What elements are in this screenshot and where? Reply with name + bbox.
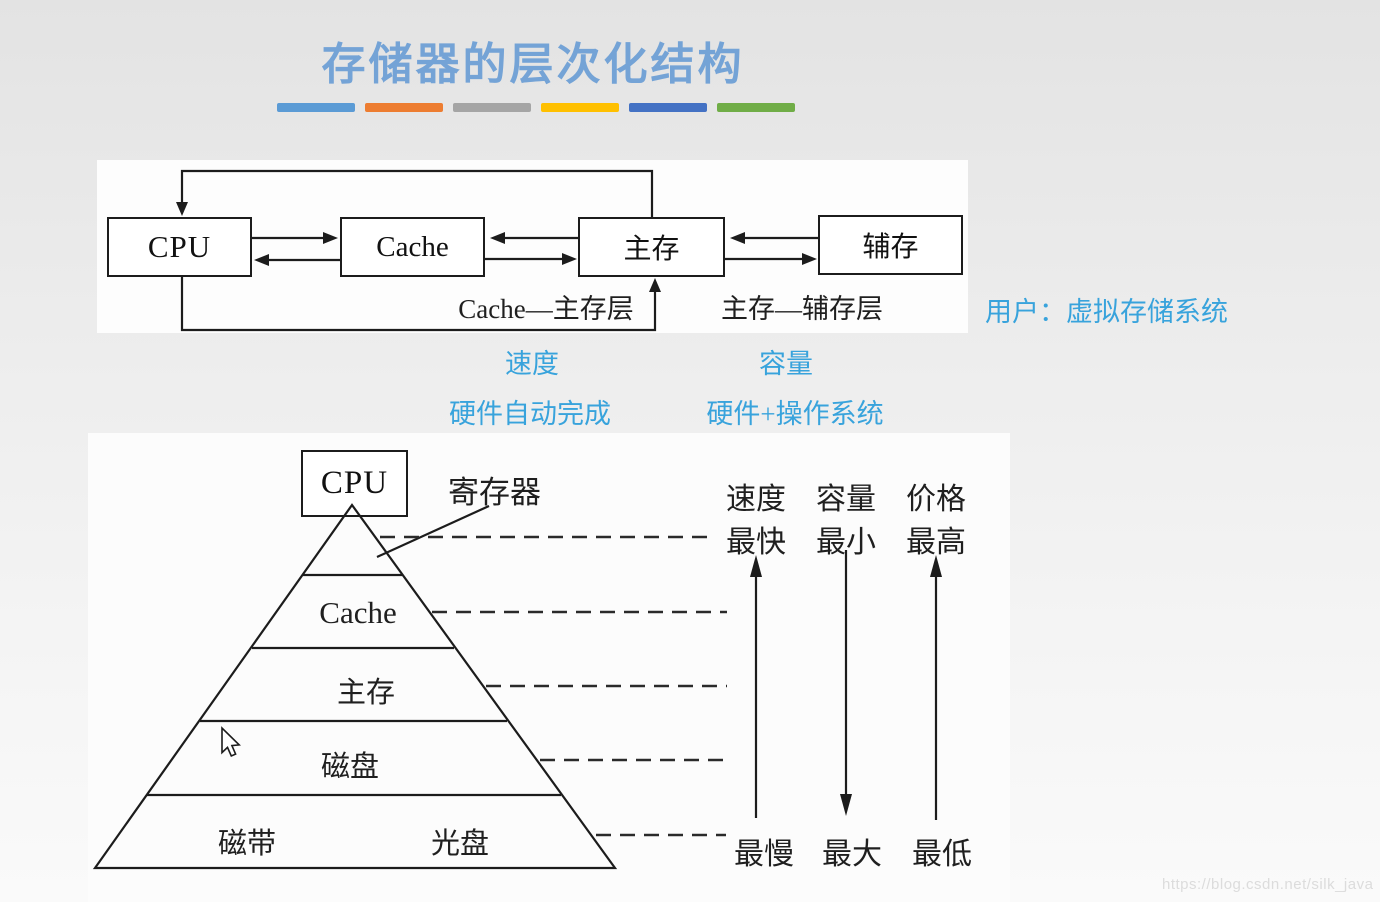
accent-bar: [365, 103, 443, 112]
accent-bar: [541, 103, 619, 112]
metric-header-price: 价格: [906, 483, 966, 516]
pyramid-level-tape: 磁带: [217, 828, 277, 860]
pyramid-level-main-memory: 主存: [336, 677, 396, 709]
label-register: 寄存器: [448, 475, 541, 510]
metric-speed-fastest: 最快: [726, 526, 786, 559]
flow-box-main-memory: 主存: [578, 217, 725, 277]
label-cache-main-layer: Cache—主存层: [458, 294, 634, 324]
label-hardware-auto: 硬件自动完成: [449, 399, 611, 429]
flow-box-cpu: CPU: [107, 217, 252, 277]
label-speed: 速度: [505, 349, 559, 379]
accent-divider-bars: [277, 103, 795, 112]
accent-bar: [629, 103, 707, 112]
metric-price-highest: 最高: [906, 526, 966, 559]
metric-header-capacity: 容量: [816, 483, 876, 516]
accent-bar: [717, 103, 795, 112]
pyramid-level-disk: 磁盘: [320, 751, 380, 783]
label-hardware-plus-os: 硬件+操作系统: [706, 399, 884, 429]
accent-bar: [277, 103, 355, 112]
page-title: 存储器的层次化结构: [321, 40, 745, 89]
metric-price-lowest: 最低: [912, 838, 972, 871]
pyramid-box-cpu: CPU: [301, 450, 408, 517]
label-main-aux-layer: 主存—辅存层: [721, 294, 883, 324]
metric-header-speed: 速度: [726, 483, 786, 516]
pyramid-level-optical-disc: 光盘: [430, 828, 490, 860]
flow-box-cache: Cache: [340, 217, 485, 277]
metric-capacity-smallest: 最小: [816, 526, 876, 559]
pyramid-level-cache: Cache: [319, 595, 397, 630]
label-capacity: 容量: [759, 349, 813, 379]
flow-box-aux-memory: 辅存: [818, 215, 963, 275]
accent-bar: [453, 103, 531, 112]
metric-speed-slowest: 最慢: [734, 838, 794, 871]
watermark-url: https://blog.csdn.net/silk_java: [1162, 876, 1374, 893]
metric-capacity-largest: 最大: [822, 838, 882, 871]
label-user-virtual-memory: 用户：虚拟存储系统: [985, 297, 1228, 327]
